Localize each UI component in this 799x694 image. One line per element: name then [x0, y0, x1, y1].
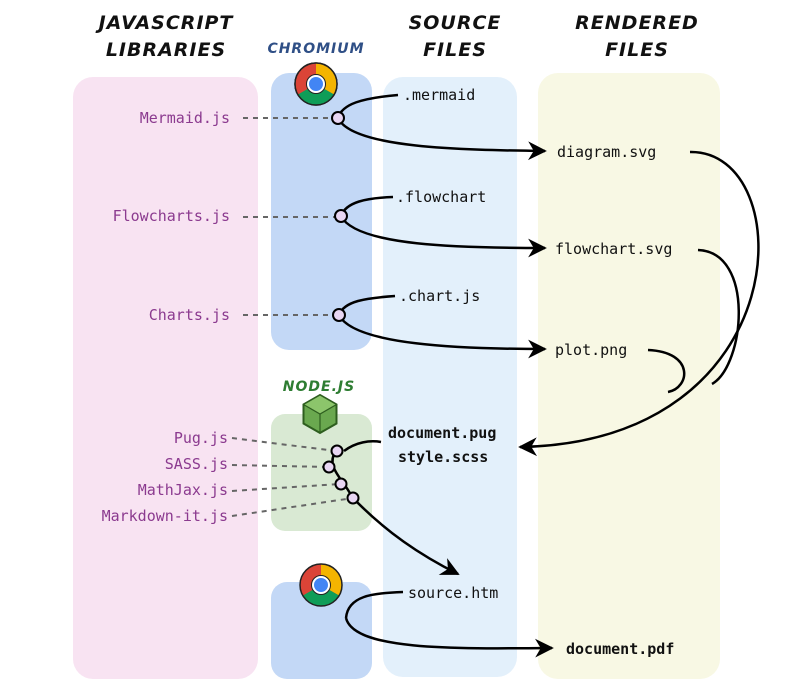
nodejs-icon — [302, 393, 338, 435]
header-chromium: CHROMIUM — [267, 41, 364, 57]
source-chartjs: .chart.js — [399, 287, 480, 305]
chromium-column-top — [271, 73, 372, 350]
libraries-column — [73, 77, 258, 679]
header-js-libraries-line2: LIBRARIES — [106, 39, 226, 61]
source-files-column — [383, 77, 517, 677]
source-document-pug: document.pug — [388, 424, 496, 442]
source-mermaid: .mermaid — [403, 86, 475, 104]
junction-nodes — [322, 111, 360, 505]
source-flowchart: .flowchart — [396, 188, 486, 206]
source-style-scss: style.scss — [398, 448, 488, 466]
header-source-files-line2: FILES — [423, 39, 487, 61]
library-sass: SASS.js — [165, 455, 228, 473]
library-markdown-it: Markdown-it.js — [102, 507, 228, 525]
library-flowcharts: Flowcharts.js — [113, 207, 230, 225]
header-rendered-files-line2: FILES — [605, 39, 669, 61]
library-mermaid: Mermaid.js — [140, 109, 230, 127]
library-charts: Charts.js — [149, 306, 230, 324]
chromium-icon — [294, 62, 338, 106]
chromium-column-bottom — [271, 582, 372, 679]
header-source-files-line1: SOURCE — [409, 12, 502, 34]
source-htm: source.htm — [408, 584, 498, 602]
rendered-flowchart-svg: flowchart.svg — [555, 240, 672, 258]
header-js-libraries-line1: JAVASCRIPT — [95, 12, 235, 34]
chromium-icon — [299, 563, 343, 607]
library-connectors — [231, 117, 354, 517]
header-nodejs: NODE.JS — [283, 379, 355, 395]
header-rendered-files-line1: RENDERED — [575, 12, 699, 34]
library-mathjax: MathJax.js — [138, 481, 228, 499]
rendered-files-column — [538, 73, 720, 679]
nodejs-column — [271, 414, 372, 531]
rendered-document-pdf: document.pdf — [566, 640, 674, 658]
flow-arrows — [331, 93, 760, 658]
rendered-diagram-svg: diagram.svg — [557, 143, 656, 161]
rendered-plot-png: plot.png — [555, 341, 627, 359]
library-pug: Pug.js — [174, 429, 228, 447]
